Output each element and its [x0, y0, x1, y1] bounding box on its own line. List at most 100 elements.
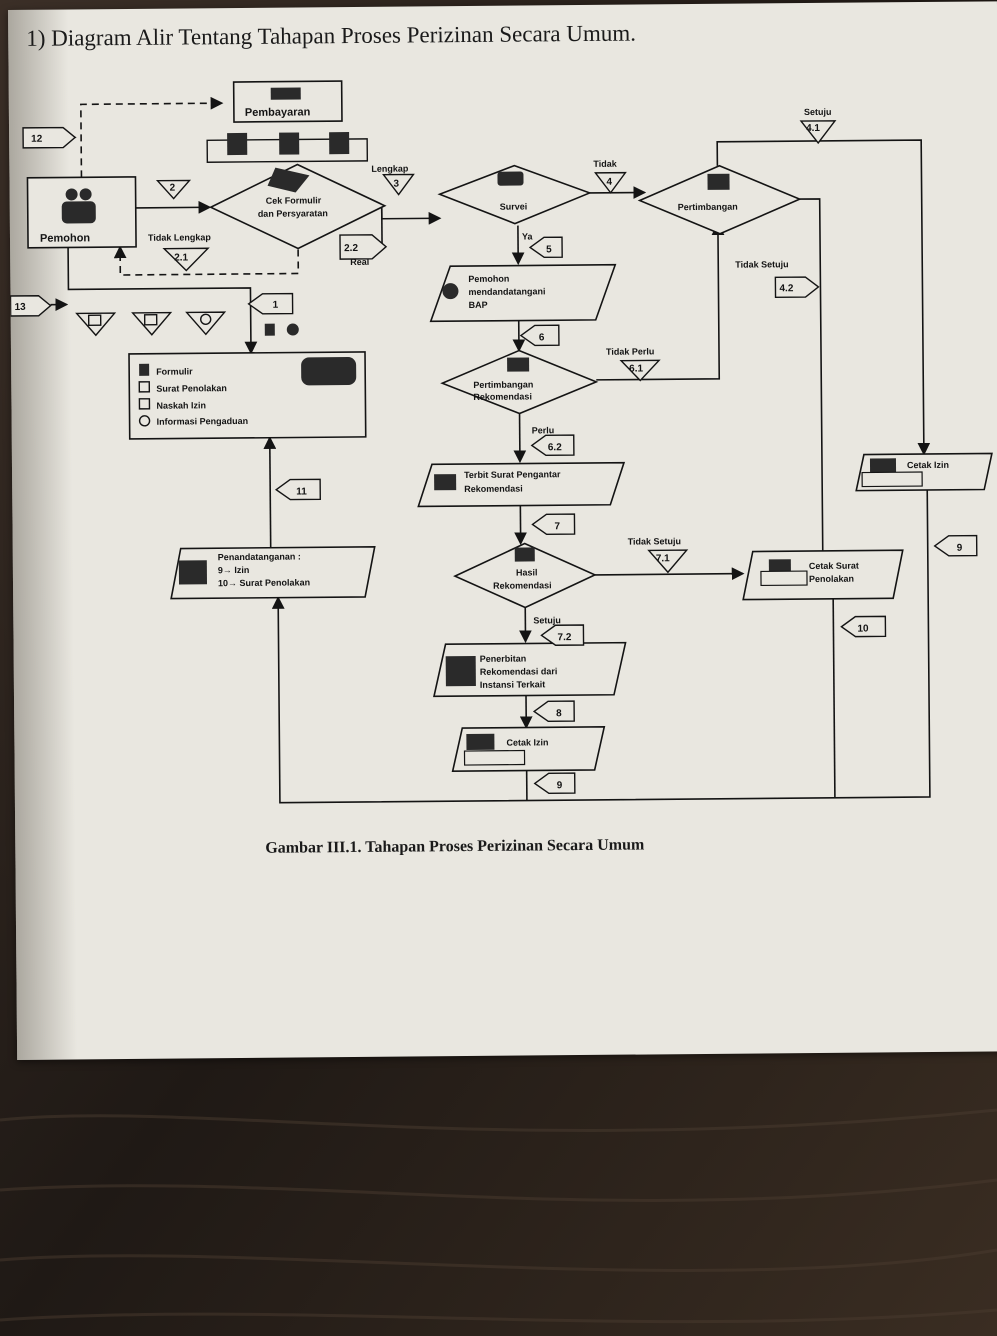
penerbitan-label: Rekomendasi dari [480, 666, 558, 677]
cek-formulir-label: dan Persyaratan [258, 208, 328, 219]
penerbitan-label: Instansi Terkait [480, 679, 545, 690]
edge-label-setuju: Setuju [804, 107, 832, 117]
svg-text:1: 1 [273, 300, 279, 311]
step-marker-6: 6 [519, 324, 560, 347]
step-marker-1: 1 [247, 292, 294, 315]
step-marker-13: 13 [9, 295, 52, 317]
cetak-penolakan-label: Cetak Surat [809, 561, 859, 571]
svg-text:3: 3 [393, 179, 399, 190]
svg-text:11: 11 [296, 486, 307, 497]
pemohon-node: Pemohon [26, 176, 137, 249]
cetak-izin-bottom-node: Cetak Izin [451, 726, 606, 772]
bank-icons-row [206, 132, 369, 163]
penandatanganan-label: 10→ Surat Penolakan [218, 577, 310, 588]
penerbitan-label: Penerbitan [480, 654, 527, 664]
svg-text:2: 2 [170, 183, 176, 194]
connector-10-return [832, 597, 836, 798]
bank-icon [227, 132, 248, 156]
pertimbangan-rek-label: Pertimbangan [473, 379, 533, 390]
printer-icon [466, 733, 495, 751]
step-marker-4-1: 4.1 [799, 120, 837, 145]
flowchart: Pemohon Pembayaran Cek Formulir dan Pers… [9, 80, 993, 804]
document-page: 1) Diagram Alir Tentang Tahapan Proses P… [8, 1, 997, 1060]
step-marker-4: 4 [594, 171, 627, 194]
step-marker-7-1: 7.1 [647, 549, 689, 574]
pertimbangan-decision: Pertimbangan [637, 164, 802, 235]
svg-text:7.1: 7.1 [656, 553, 670, 564]
bank-icon [329, 132, 350, 155]
pertimbangan-rekomendasi-decision: Pertimbangan Rekomendasi [440, 349, 599, 415]
money-icon [270, 87, 301, 100]
doc-triangle-rejection [75, 312, 117, 337]
building-icon [434, 474, 457, 491]
connector-pemohon-docs [67, 247, 258, 355]
building-icon [445, 655, 476, 687]
info-icon [286, 323, 299, 336]
edge-label-real: Real [350, 257, 369, 267]
doc-naskah-izin: Naskah Izin [156, 400, 206, 410]
penerbitan-rekomendasi-node: Penerbitan Rekomendasi dari Instansi Ter… [433, 641, 627, 698]
pertimbangan-rek-label: Rekomendasi [473, 391, 532, 402]
document-check-icon [267, 167, 310, 193]
svg-text:7: 7 [554, 521, 560, 532]
cek-formulir-decision: Cek Formulir dan Persyaratan [208, 163, 387, 250]
cek-formulir-label: Cek Formulir [266, 195, 322, 205]
step-marker-2: 2 [155, 179, 192, 200]
svg-text:9: 9 [957, 543, 963, 554]
form-icon [139, 363, 150, 376]
bap-label: mendandatangani [468, 286, 545, 297]
connector-tidak-lengkap [113, 245, 300, 276]
step-marker-2-1: 2.1 [162, 247, 210, 272]
cetak-penolakan-label: Penolakan [809, 574, 854, 584]
terbit-surat-label: Terbit Surat Pengantar [464, 469, 561, 480]
bap-label: Pemohon [468, 274, 509, 284]
pembayaran-node: Pembayaran [232, 80, 343, 123]
step-markers: 12 13 2.2 4.2 5 6 6.2 7 7.2 8 9 9 10 11 … [9, 120, 978, 795]
cetak-penolakan-node: Cetak Surat Penolakan [742, 549, 904, 601]
connector-7-1 [594, 567, 745, 581]
step-marker-2-2: 2.2 [339, 234, 388, 260]
svg-text:8: 8 [556, 708, 562, 719]
people-icon [61, 188, 96, 224]
pemohon-label: Pemohon [40, 232, 90, 244]
car-icon [497, 171, 524, 186]
building-icon [514, 547, 535, 562]
step-marker-6-2: 6.2 [530, 434, 575, 457]
step-marker-7-2: 7.2 [540, 624, 585, 646]
hasil-rekomendasi-decision: Hasil Rekomendasi [453, 542, 597, 609]
penandatanganan-node: Penandatanganan : 9→ Izin 10→ Surat Peno… [170, 546, 376, 600]
svg-text:13: 13 [15, 302, 27, 313]
flow-connectors [23, 96, 931, 804]
connector-11 [263, 436, 277, 548]
pembayaran-label: Pembayaran [245, 106, 311, 119]
svg-text:4.2: 4.2 [779, 283, 793, 294]
building-icon [178, 560, 208, 585]
svg-text:10: 10 [857, 624, 869, 635]
edge-label-tidak-setuju: Tidak Setuju [735, 259, 788, 269]
svg-text:12: 12 [31, 134, 43, 145]
person-icon [442, 283, 459, 300]
pemohon-bap-node: Pemohon mendandatangani BAP [429, 263, 617, 323]
step-marker-8: 8 [532, 700, 575, 723]
step-marker-12: 12 [22, 126, 77, 149]
svg-text:7.2: 7.2 [557, 632, 571, 643]
doc-formulir: Formulir [156, 366, 193, 376]
info-icon [138, 415, 151, 427]
svg-text:5: 5 [546, 244, 552, 255]
license-doc-icon [138, 398, 151, 410]
connector-2 [135, 200, 212, 214]
step-marker-6-1: 6.1 [619, 359, 661, 382]
bap-label: BAP [469, 300, 488, 310]
step-marker-11: 11 [274, 478, 321, 501]
svg-text:9: 9 [557, 780, 563, 791]
svg-text:4: 4 [606, 177, 612, 188]
edge-labels: Lengkap Tidak Lengkap Tidak Setuju Tidak… [148, 107, 832, 626]
connector-4-2 [799, 198, 830, 565]
doc-triangle-license [131, 311, 173, 336]
cetak-izin-label: Cetak Izin [506, 737, 548, 747]
edge-label-tidak-lengkap: Tidak Lengkap [148, 232, 211, 243]
penandatanganan-label: 9→ Izin [218, 565, 250, 575]
edge-label-lengkap: Lengkap [371, 164, 409, 174]
svg-text:6.1: 6.1 [629, 363, 643, 374]
figure-caption: Gambar III.1. Tahapan Proses Perizinan S… [265, 836, 645, 857]
